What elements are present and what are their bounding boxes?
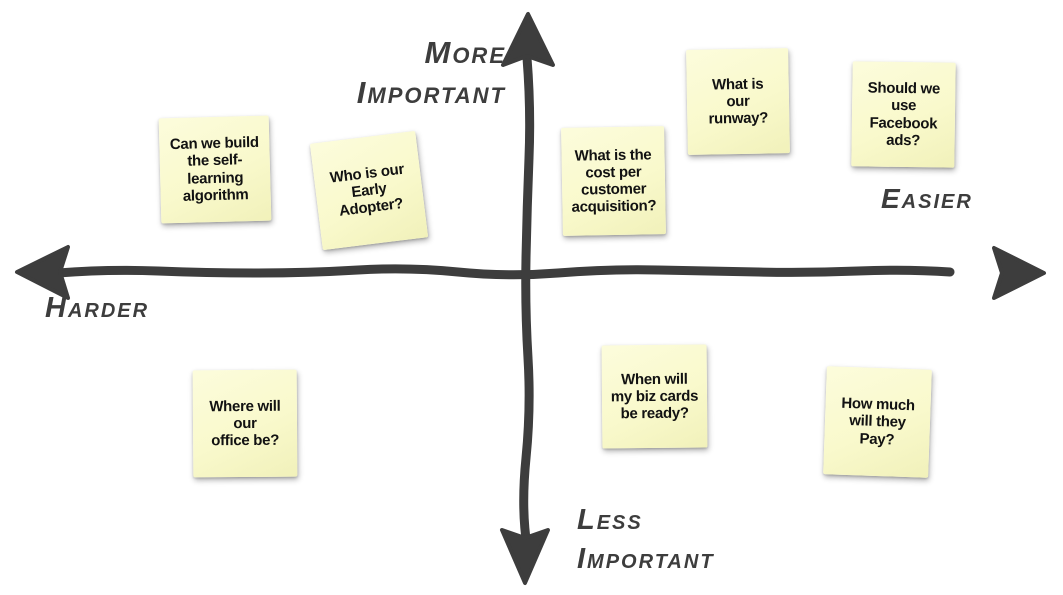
vertical-axis-line xyxy=(519,53,535,551)
axis-label-harder: Harder xyxy=(45,292,150,324)
arrowhead-right-icon xyxy=(992,246,1046,300)
sticky-note-biz-cards[interactable]: When will my biz cards be ready? xyxy=(601,344,708,449)
horizontal-axis-line xyxy=(53,264,955,280)
sticky-note-customer-acquisition-cost[interactable]: What is the cost per customer acquisitio… xyxy=(561,126,666,236)
sticky-note-self-learning-algorithm[interactable]: Can we build the self- learning algorith… xyxy=(158,115,272,224)
axis-label-easier: Easier xyxy=(881,183,973,214)
sticky-note-office-location[interactable]: Where will our office be? xyxy=(192,369,298,478)
axis-label-less-important: Less Important xyxy=(577,504,715,575)
sticky-note-willingness-to-pay[interactable]: How much will they Pay? xyxy=(823,366,932,478)
arrowhead-left-icon xyxy=(15,245,70,300)
arrowhead-up-icon xyxy=(501,12,555,67)
axis-label-more-important: More Important xyxy=(356,35,506,110)
sticky-note-early-adopter[interactable]: Who is our Early Adopter? xyxy=(309,130,429,251)
sticky-note-runway[interactable]: What is our runway? xyxy=(686,48,790,155)
sticky-note-facebook-ads[interactable]: Should we use Facebook ads? xyxy=(851,61,956,168)
arrowhead-down-icon xyxy=(500,528,550,585)
